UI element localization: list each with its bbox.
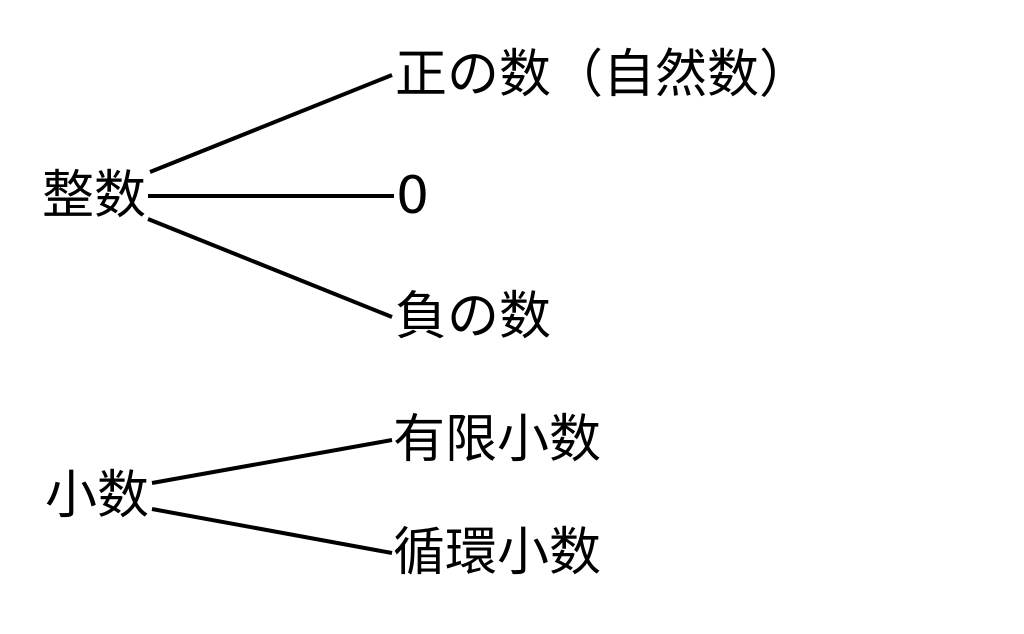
node-zero: 0 (396, 166, 430, 226)
edge-decimals-to-finite (151, 438, 393, 485)
edge-integers-to-negative (147, 217, 393, 319)
node-decimals-root: 小数 (45, 466, 150, 526)
edge-decimals-to-repeating (151, 507, 393, 555)
node-integers-root: 整数 (42, 166, 147, 226)
node-repeating-decimal: 循環小数 (393, 523, 602, 583)
node-negative-numbers: 負の数 (395, 287, 552, 347)
node-positive-numbers: 正の数（自然数） (395, 45, 812, 105)
node-finite-decimal: 有限小数 (393, 410, 602, 470)
edge-integers-to-positive (149, 73, 393, 174)
